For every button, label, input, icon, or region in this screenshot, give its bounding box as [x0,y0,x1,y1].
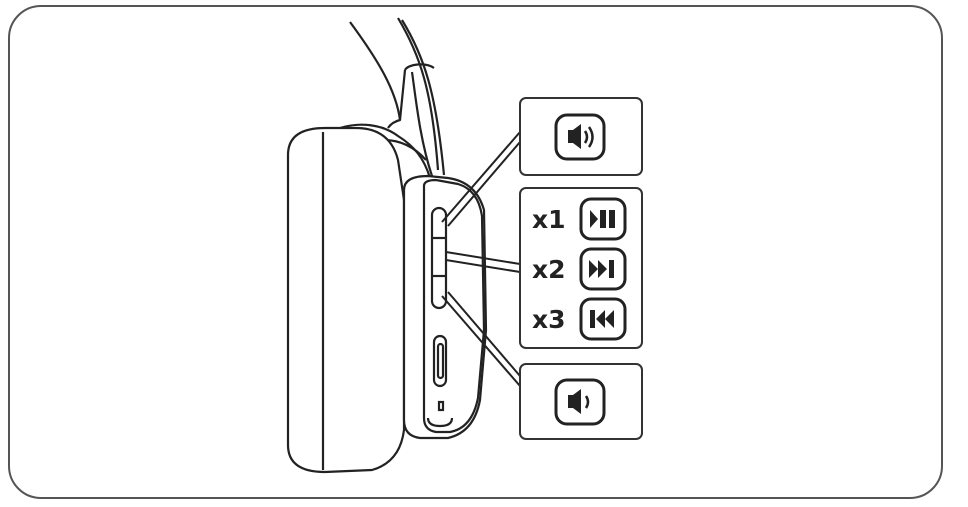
press-count-label: x2 [532,255,566,284]
headband [339,17,446,179]
volume-up-icon [554,113,606,161]
volume-down-callout [519,363,643,440]
press-count-label: x1 [532,205,566,234]
playback-row-3: x3 [532,297,627,341]
ear-cup [402,174,488,440]
ear-cushion [286,126,406,474]
diagram-frame [8,5,943,499]
volume-up-callout [519,97,643,176]
previous-track-icon [579,297,627,341]
volume-down-icon [554,378,606,426]
play-pause-icon [579,197,627,241]
playback-row-1: x1 [532,197,627,241]
leader-lines [441,131,521,387]
press-count-label: x3 [532,305,566,334]
cup-button-strip [426,206,454,428]
playback-callout: x1 x2 x3 [519,187,643,349]
next-track-icon [579,247,627,291]
playback-row-2: x2 [532,247,627,291]
